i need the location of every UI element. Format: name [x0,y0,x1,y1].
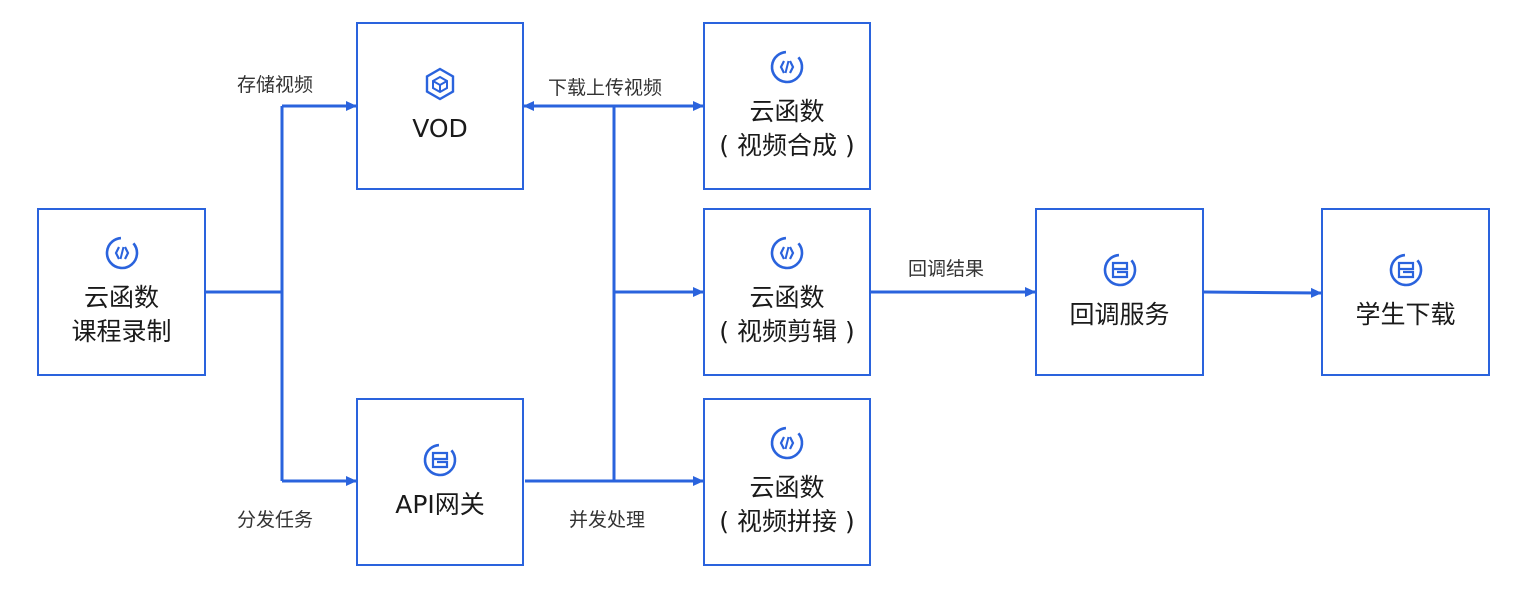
node-vod[interactable]: VOD [356,22,524,190]
node-video-compose[interactable]: 云函数 ( 视频合成 ) [703,22,871,190]
node-title: 云函数 [749,97,825,126]
edge-callback-to-download [1203,287,1322,298]
node-title: 云函数 [749,473,825,502]
node-subtitle: ( 视频合成 ) [719,131,855,160]
node-video-splice[interactable]: 云函数 ( 视频拼接 ) [703,398,871,566]
vod-cube-icon [425,67,455,101]
cloud-function-icon [770,426,804,460]
node-title: 云函数 [749,283,825,312]
edge-label-download-upload: 下载上传视频 [548,77,663,99]
node-callback-service[interactable]: 回调服务 [1035,208,1204,376]
node-title: 云函数 [83,283,159,312]
node-title: 回调服务 [1069,300,1170,329]
edge-label-parallel: 并发处理 [569,509,646,531]
api-gateway-icon [423,443,457,477]
node-title: API网关 [395,490,485,519]
node-title: VOD [412,114,468,143]
cloud-function-icon [770,236,804,270]
cloud-function-icon [105,236,138,270]
api-gateway-icon [1389,253,1422,287]
node-api-gateway[interactable]: API网关 [356,398,524,566]
api-gateway-icon [1103,253,1136,287]
node-course-recording[interactable]: 云函数 课程录制 [37,208,206,376]
node-video-clip[interactable]: 云函数 ( 视频剪辑 ) [703,208,871,376]
edge-label-store: 存储视频 [237,74,314,96]
node-subtitle: 课程录制 [71,317,172,346]
node-student-download[interactable]: 学生下载 [1321,208,1490,376]
node-subtitle: ( 视频剪辑 ) [719,317,855,346]
node-title: 学生下载 [1355,300,1456,329]
edge-label-callback-result: 回调结果 [908,258,985,280]
cloud-function-icon [770,50,804,84]
edge-label-dispatch: 分发任务 [237,509,314,531]
node-subtitle: ( 视频拼接 ) [719,507,855,536]
